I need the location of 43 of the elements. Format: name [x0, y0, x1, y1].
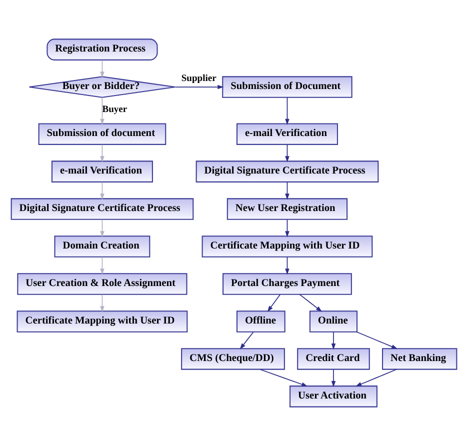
arrow [100, 294, 104, 312]
node-box: Submission of document [38, 123, 166, 145]
arrow [100, 256, 104, 275]
arrow [355, 368, 397, 387]
node-box: Submission of Document [222, 76, 352, 98]
node-box: CMS (Cheque/DD) [181, 348, 285, 370]
arrow [240, 332, 254, 350]
arrow [331, 369, 336, 388]
node-box: Online [309, 310, 358, 332]
arrow [356, 331, 398, 350]
edge-label: Supplier [181, 73, 216, 84]
arrow [100, 219, 104, 238]
node-box: Certificate Mapping with User ID [202, 236, 373, 258]
arrow [331, 332, 336, 350]
node-box: Net Banking [382, 348, 458, 370]
edge-label: Buyer [102, 104, 128, 116]
arrow [260, 368, 308, 386]
node-box: Credit Card [297, 348, 370, 370]
node-box: Registration Process [46, 38, 158, 60]
arrow [285, 219, 290, 238]
arrow [285, 97, 290, 125]
arrow [285, 182, 290, 200]
node-box: Digital Signature Certificate Process [196, 160, 379, 182]
arrow [100, 97, 104, 125]
node-box: Domain Creation [54, 236, 150, 258]
arrow [285, 144, 290, 162]
node-box: Digital Signature Certificate Process [10, 198, 194, 220]
node-box: New User Registration [226, 198, 348, 220]
node-box: User Creation & Role Assignment [17, 273, 188, 295]
arrow [267, 294, 280, 312]
node-box: Portal Charges Payment [222, 273, 352, 295]
arrow [100, 182, 104, 200]
node-box: e-mail Verification [236, 123, 338, 145]
node-diamond: Buyer or Bidder? [28, 76, 176, 98]
node-box: Offline [236, 310, 286, 332]
node-box: User Activation [290, 386, 378, 408]
arrow [174, 84, 224, 90]
arrow [100, 60, 104, 78]
arrow [100, 144, 104, 162]
arrow [285, 256, 290, 275]
node-box: e-mail Verification [51, 160, 153, 182]
arrow [299, 294, 322, 312]
node-box: Certificate Mapping with User ID [16, 310, 188, 332]
